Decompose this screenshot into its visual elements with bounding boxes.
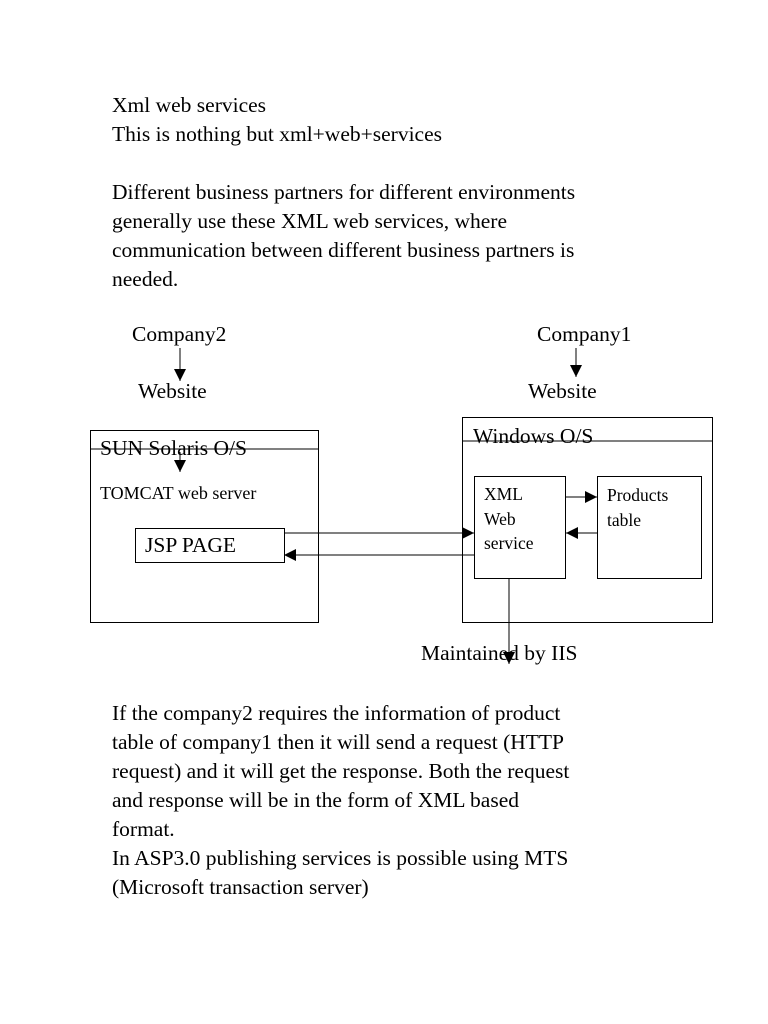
paragraph-line: table of company1 then it will send a re… bbox=[112, 730, 564, 754]
paragraph-line: In ASP3.0 publishing services is possibl… bbox=[112, 846, 569, 870]
xml-service-line: Web bbox=[484, 508, 516, 529]
paragraph-line: Different business partners for differen… bbox=[112, 180, 576, 204]
windows-os-title: Windows O/S bbox=[473, 424, 594, 448]
paragraph-line: and response will be in the form of XML … bbox=[112, 788, 520, 812]
paragraph-line: communication between different business… bbox=[112, 238, 575, 262]
paragraph-line: generally use these XML web services, wh… bbox=[112, 209, 508, 233]
sun-solaris-box bbox=[90, 430, 319, 623]
products-table-box bbox=[597, 476, 702, 579]
products-table-label: Products table bbox=[607, 483, 668, 532]
jsp-page-label: JSP PAGE bbox=[145, 533, 237, 557]
tomcat-label: TOMCAT web server bbox=[100, 483, 257, 503]
xml-web-service-label: XML Web service bbox=[484, 482, 534, 556]
paragraph-environments: Different business partners for differen… bbox=[112, 178, 575, 294]
xml-web-service-box bbox=[474, 476, 566, 579]
products-table-line: table bbox=[607, 509, 642, 530]
xml-service-line: XML bbox=[484, 484, 523, 504]
sun-solaris-title: SUN Solaris O/S bbox=[100, 436, 247, 460]
intro-definition: This is nothing but xml+web+services bbox=[112, 122, 442, 146]
maintained-by-iis-label: Maintained by IIS bbox=[421, 641, 578, 665]
paragraph-line: request) and it will get the response. B… bbox=[112, 759, 570, 783]
windows-os-box bbox=[462, 417, 713, 623]
products-table-line: Products bbox=[607, 485, 669, 505]
xml-service-line: service bbox=[484, 533, 534, 553]
jsp-page-box bbox=[135, 528, 285, 563]
paragraph-line: (Microsoft transaction server) bbox=[112, 875, 369, 899]
paragraph-line: format. bbox=[112, 817, 175, 841]
heading-xml-web-services: Xml web services bbox=[112, 93, 267, 117]
paragraph-line: needed. bbox=[112, 267, 179, 291]
company2-label: Company2 bbox=[132, 322, 227, 346]
paragraph-request-response: If the company2 requires the information… bbox=[112, 699, 569, 902]
company2-website-label: Website bbox=[138, 379, 207, 403]
intro-block: Xml web services This is nothing but xml… bbox=[112, 91, 442, 149]
paragraph-line: If the company2 requires the information… bbox=[112, 701, 561, 725]
company1-label: Company1 bbox=[537, 322, 632, 346]
company1-website-label: Website bbox=[528, 379, 597, 403]
